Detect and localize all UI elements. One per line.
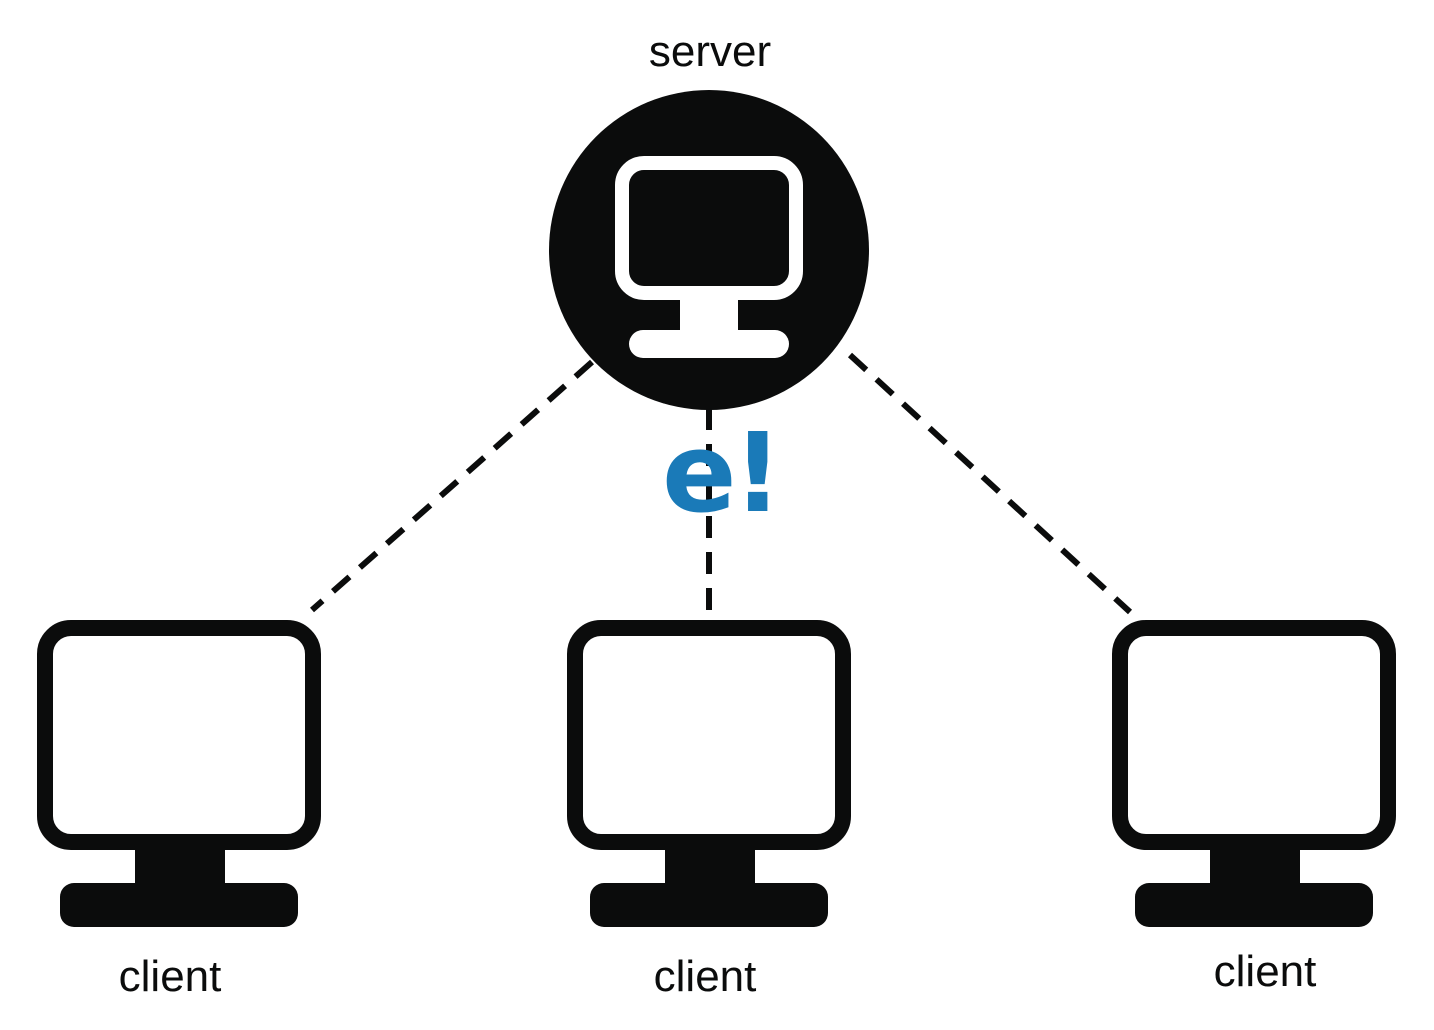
server-label: server	[648, 27, 772, 76]
client-node-2	[567, 620, 851, 927]
server-node	[549, 90, 869, 410]
monitor-icon	[37, 620, 321, 927]
monitor-icon	[1112, 620, 1396, 927]
client-label-3: client	[1213, 947, 1317, 996]
client-node-1	[37, 620, 321, 927]
monitor-icon	[615, 156, 803, 358]
connection-server-client-3	[847, 352, 1133, 615]
connection-lines	[310, 352, 1133, 622]
monitor-icon	[567, 620, 851, 927]
client-label-2: client	[653, 952, 757, 1001]
connection-server-client-1	[310, 359, 594, 613]
client-node-3	[1112, 620, 1396, 927]
client-label-1: client	[118, 952, 222, 1001]
logo-mark: e!	[662, 409, 783, 537]
